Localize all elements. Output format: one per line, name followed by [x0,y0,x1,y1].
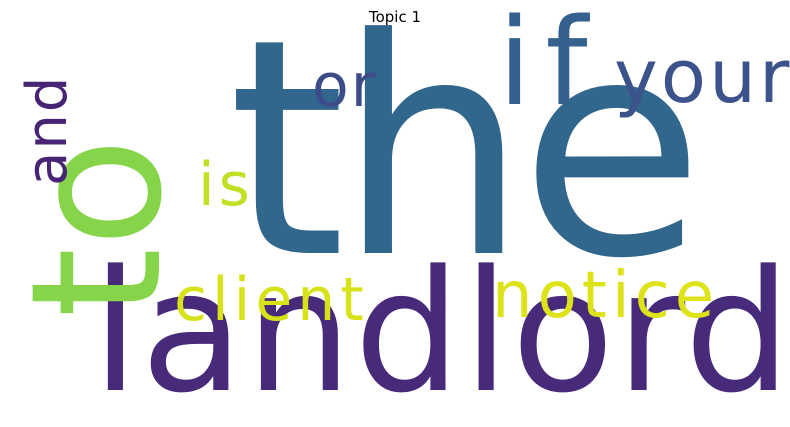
word-client: client [174,265,369,335]
word-landlord: landlord [92,234,790,427]
word-if: if [498,0,602,133]
word-is: is [198,150,254,220]
word-notice: notice [492,259,720,333]
word-the: the [228,0,704,324]
plot-title: Topic 1 [368,8,422,26]
word-or: or [312,51,378,121]
word-your: your [614,34,790,120]
word-and: and [15,74,80,186]
